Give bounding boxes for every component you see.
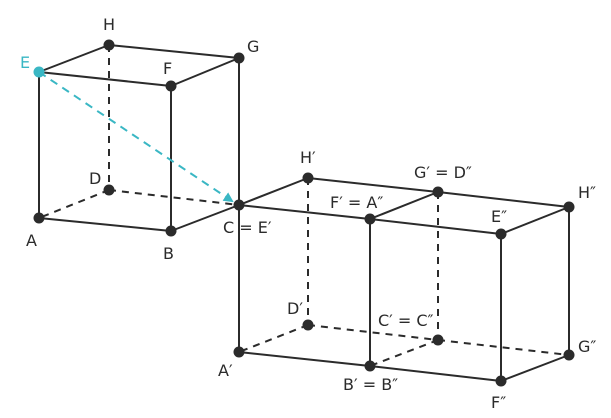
edge-C2G2 <box>437 339 570 356</box>
edge-F2G2 <box>500 354 570 382</box>
edge-G1H2 <box>437 191 570 208</box>
label-A: A <box>26 231 37 250</box>
vertex-E <box>33 66 45 78</box>
label-C-equals-E1: C = E′ <box>223 218 272 237</box>
vertex-F <box>165 80 177 92</box>
vertex-G <box>233 52 245 64</box>
edge-B2F2 <box>369 365 502 382</box>
edge-G1F1 <box>369 191 439 220</box>
edge-C2B2 <box>369 339 439 367</box>
edge-H1G1 <box>307 177 439 193</box>
edge-DA <box>38 189 110 219</box>
vertex-G1 <box>432 186 444 198</box>
label-D1: D′ <box>287 299 303 318</box>
edge-E2F1 <box>369 218 502 235</box>
cube-original <box>38 44 240 232</box>
edge-D1C1 <box>307 324 439 341</box>
label-E: E <box>20 53 30 72</box>
vertex-F2 <box>495 375 507 387</box>
edge-H2E2 <box>500 206 570 235</box>
label-G1-equals-D2: G′ = D″ <box>414 163 472 182</box>
vertex-B1 <box>364 360 376 372</box>
cube-image-first <box>238 177 439 367</box>
label-H2: H″ <box>578 183 596 202</box>
vertex-H2 <box>563 201 575 213</box>
vertex-F1 <box>364 213 376 225</box>
label-B1-equals-B2: B′ = B″ <box>343 375 398 394</box>
vertex-labels: E H G F D A B C = E′ H′ G′ = D″ F′ = A″ … <box>20 15 596 412</box>
edge-F1C <box>238 204 371 220</box>
vertex-A1 <box>233 346 245 358</box>
edge-BC <box>170 204 240 232</box>
vertex-A <box>33 212 45 224</box>
label-F2: F″ <box>491 393 506 412</box>
edge-GF <box>170 57 240 87</box>
edge-EH <box>38 44 110 73</box>
vertex-D1 <box>302 319 314 331</box>
label-H: H <box>103 15 115 34</box>
vertex-C1 <box>432 334 444 346</box>
label-G2: G″ <box>578 337 596 356</box>
vertex-G2 <box>563 349 575 361</box>
edge-FE <box>38 71 172 87</box>
edge-CH1 <box>238 177 309 206</box>
vertex-H <box>103 39 115 51</box>
edge-D1A1 <box>238 324 309 353</box>
vertex-D <box>103 184 115 196</box>
edge-AB <box>38 217 172 232</box>
vertices <box>33 39 575 387</box>
label-H1: H′ <box>300 148 316 167</box>
label-E2: E″ <box>491 207 507 226</box>
label-F1-equals-A2: F′ = A″ <box>330 193 383 212</box>
vertex-H1 <box>302 172 314 184</box>
label-A1: A′ <box>218 361 233 380</box>
edge-DC <box>108 189 240 206</box>
translation-vector-arrow <box>38 71 234 203</box>
edge-HG <box>108 44 240 59</box>
vertex-C <box>233 199 245 211</box>
label-G: G <box>247 37 259 56</box>
vertex-E2 <box>495 228 507 240</box>
label-B: B <box>163 244 174 263</box>
cube-image-second <box>369 191 570 382</box>
label-D: D <box>89 169 101 188</box>
label-F: F <box>163 59 172 78</box>
vertex-B <box>165 225 177 237</box>
edge-A1B1 <box>238 351 371 367</box>
label-C1-equals-C2: C′ = C″ <box>378 311 434 330</box>
